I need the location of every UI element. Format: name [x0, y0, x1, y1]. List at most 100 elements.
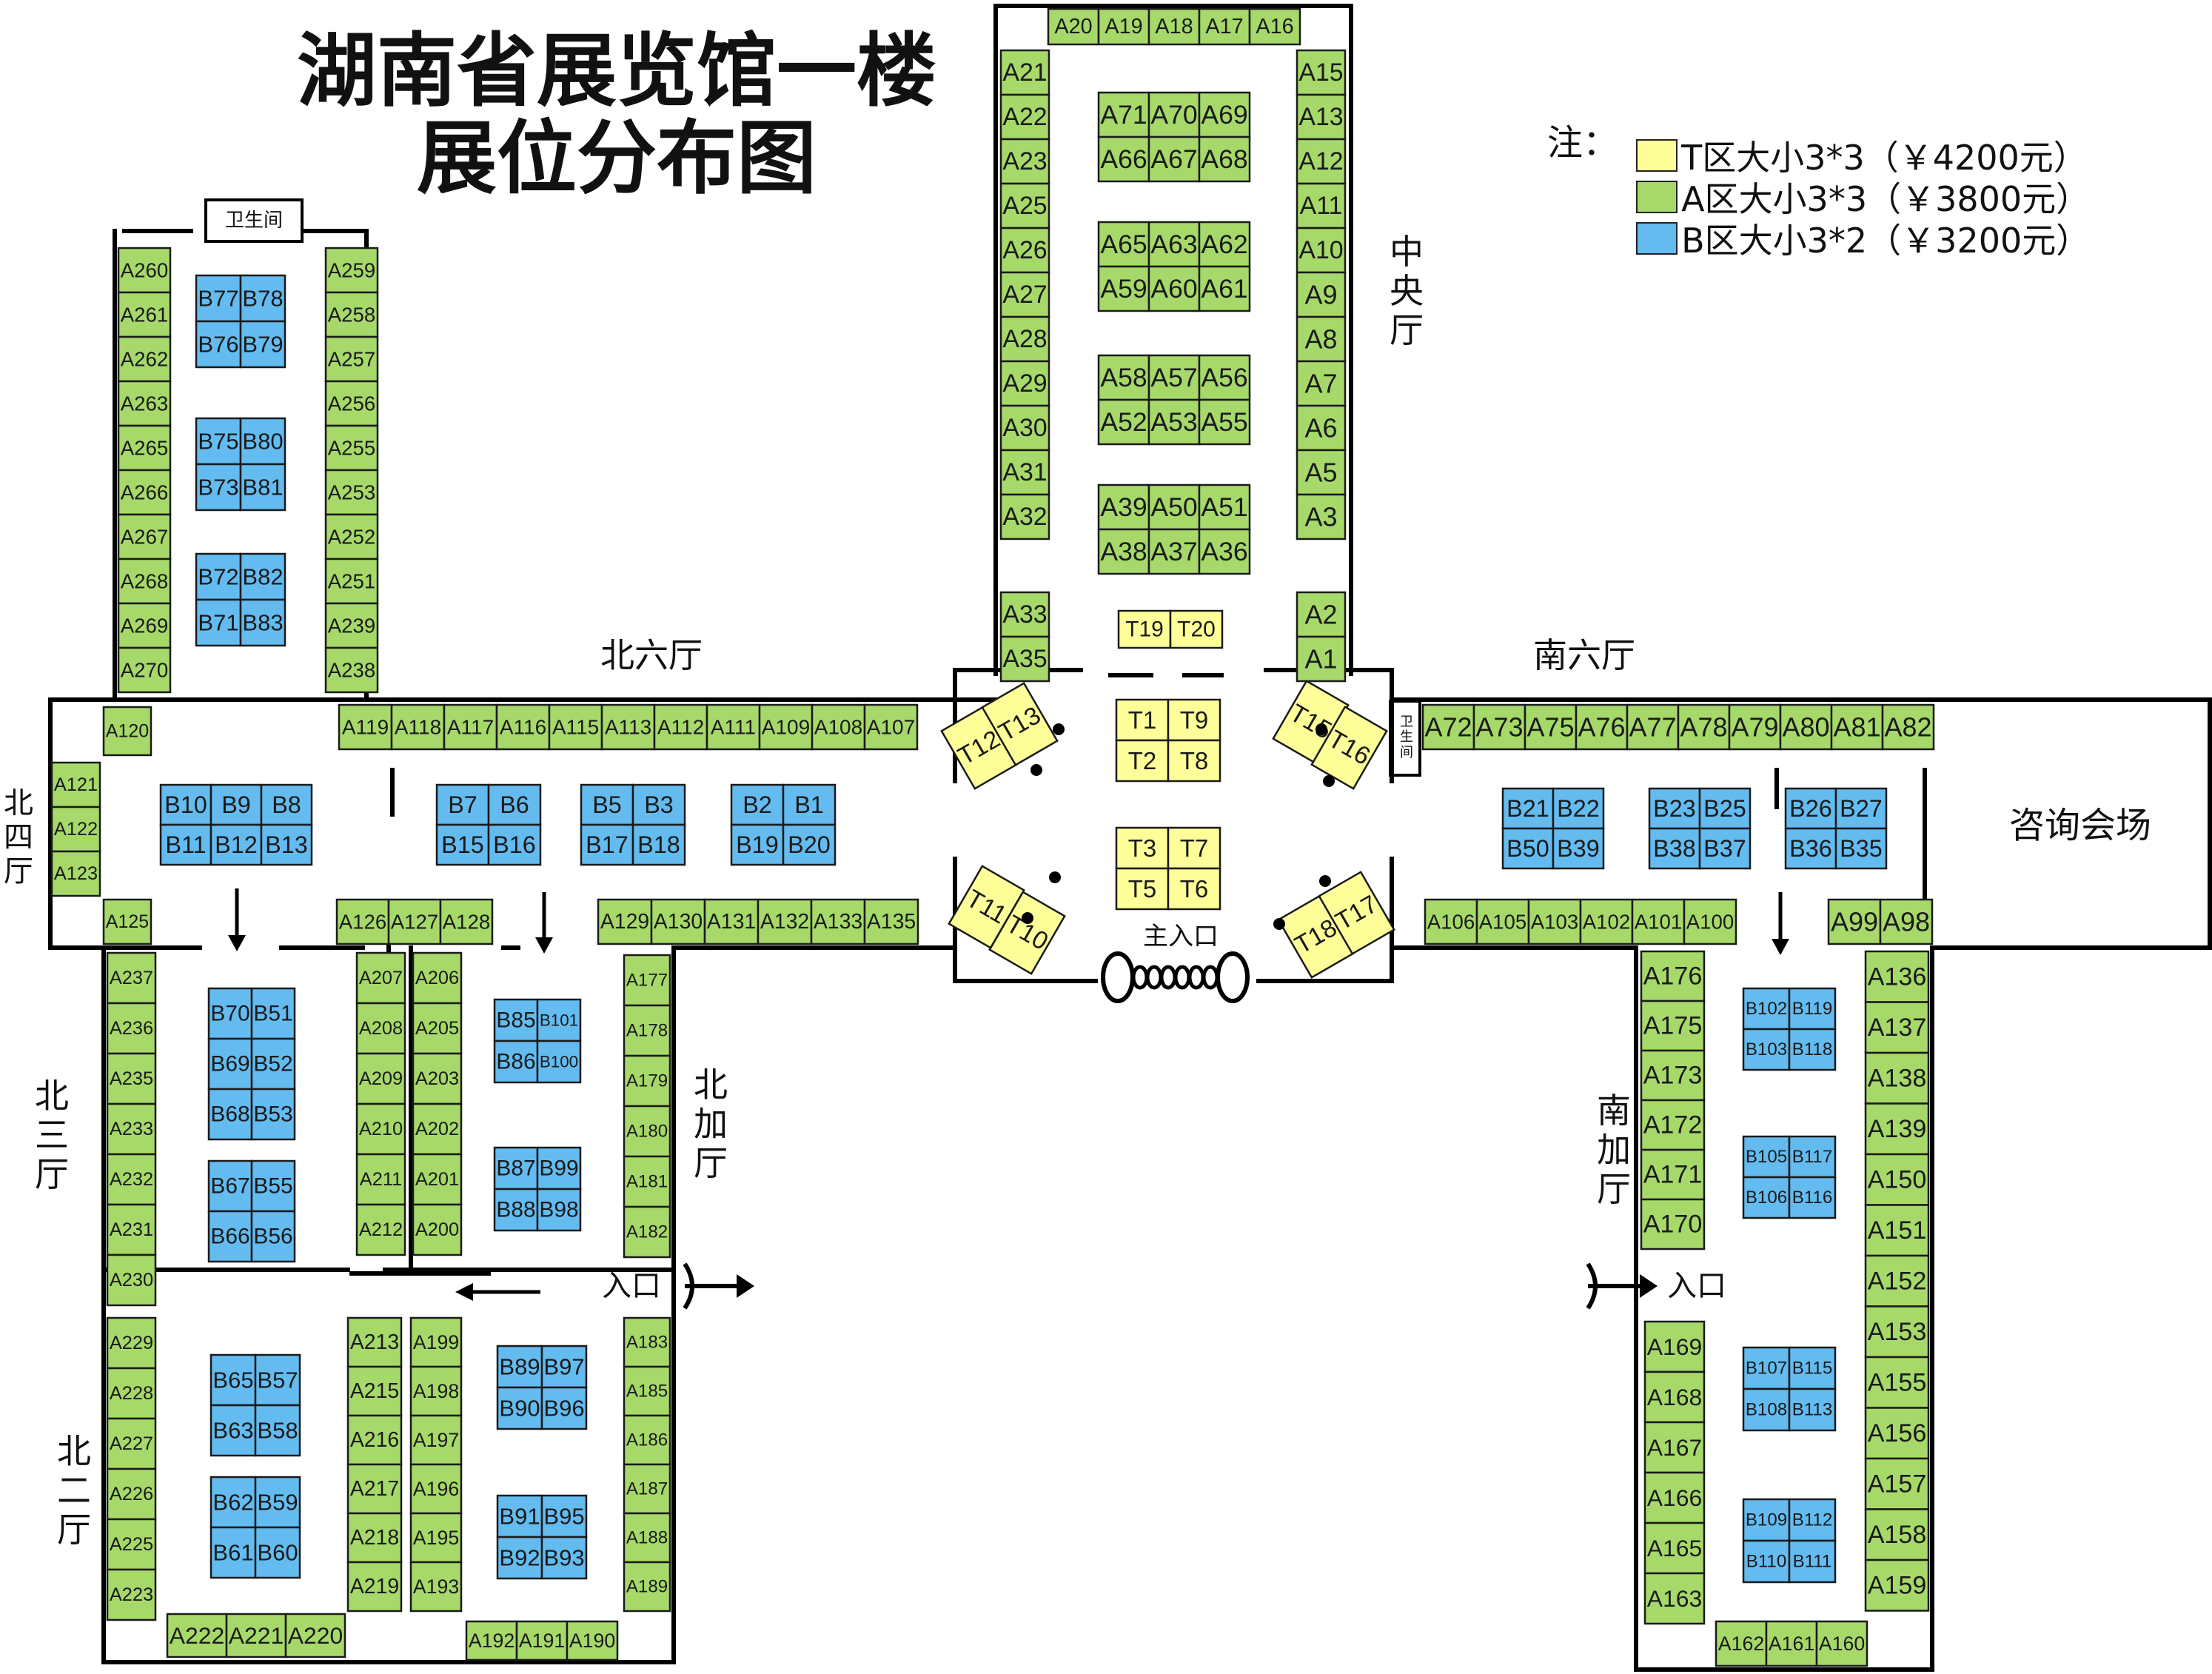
- booth-b75: B75: [195, 417, 242, 466]
- booth-b110: B110: [1742, 1539, 1791, 1584]
- booth-a136: A136: [1864, 950, 1930, 1003]
- booth-a51: A51: [1198, 483, 1251, 531]
- booth-label-b60: B60: [257, 1540, 298, 1566]
- booth-b72: B72: [195, 552, 242, 601]
- booth-label-b1: B1: [794, 791, 824, 818]
- booth-label-b89: B89: [499, 1354, 540, 1380]
- booth-b65: B65: [210, 1353, 257, 1407]
- booth-label-b39: B39: [1557, 835, 1600, 862]
- booth-label-a51: A51: [1201, 492, 1247, 522]
- booth-b15: B15: [435, 823, 490, 866]
- booth-a212: A212: [355, 1203, 406, 1256]
- booth-label-a213: A213: [350, 1330, 399, 1354]
- booth-a16: A16: [1248, 7, 1301, 46]
- booth-a175: A175: [1640, 1000, 1706, 1052]
- booth-label-a131: A131: [707, 910, 756, 934]
- booth-label-a195: A195: [413, 1527, 459, 1549]
- svg-text:南六厅: 南六厅: [1533, 635, 1635, 675]
- booth-a19: A19: [1097, 7, 1150, 46]
- booth-label-b25: B25: [1703, 795, 1746, 822]
- booth-label-b59: B59: [257, 1490, 298, 1516]
- booth-label-b112: B112: [1792, 1510, 1832, 1530]
- booth-label-a179: A179: [626, 1071, 668, 1091]
- booth-label-a119: A119: [342, 716, 389, 739]
- booth-label-a56: A56: [1201, 363, 1247, 392]
- booth-a256: A256: [324, 380, 379, 427]
- booth-a159: A159: [1864, 1559, 1930, 1612]
- booth-b26: B26: [1784, 787, 1837, 830]
- booth-label-a5: A5: [1304, 458, 1337, 488]
- svg-text:厅: 厅: [4, 854, 33, 888]
- booth-a202: A202: [412, 1102, 463, 1156]
- booth-b16: B16: [487, 823, 542, 866]
- booth-label-a267: A267: [121, 526, 168, 549]
- booth-b21: B21: [1501, 787, 1555, 830]
- booth-label-a76: A76: [1578, 712, 1625, 743]
- booth-label-t9: T9: [1180, 706, 1209, 734]
- booth-a100: A100: [1683, 898, 1737, 945]
- booth-b93: B93: [540, 1536, 588, 1580]
- label-north6: 北六厅: [600, 635, 703, 675]
- booth-label-b70: B70: [210, 1002, 249, 1026]
- booth-label-b18: B18: [637, 831, 680, 858]
- booth-a59: A59: [1097, 265, 1150, 312]
- booth-label-b119: B119: [1792, 999, 1832, 1019]
- booth-label-b52: B52: [253, 1052, 292, 1077]
- booth-a189: A189: [623, 1561, 671, 1613]
- booth-a108: A108: [811, 703, 866, 751]
- booth-label-a108: A108: [814, 716, 862, 739]
- booth-label-b91: B91: [499, 1504, 540, 1530]
- booth-label-b95: B95: [543, 1504, 584, 1530]
- booth-a180: A180: [623, 1105, 671, 1158]
- booth-label-a61: A61: [1201, 274, 1247, 304]
- svg-text:北六厅: 北六厅: [600, 635, 703, 675]
- booth-b111: B111: [1788, 1539, 1837, 1584]
- booth-label-a139: A139: [1868, 1115, 1927, 1143]
- booth-label-a26: A26: [1002, 236, 1047, 264]
- booth-a56: A56: [1198, 354, 1251, 401]
- booth-label-b98: B98: [539, 1198, 578, 1222]
- booth-a219: A219: [346, 1561, 403, 1613]
- booth-a270: A270: [117, 646, 172, 694]
- booth-a230: A230: [106, 1253, 157, 1307]
- booth-b35: B35: [1834, 827, 1888, 870]
- booth-label-a32: A32: [1002, 503, 1047, 531]
- booth-label-a68: A68: [1201, 144, 1247, 174]
- booth-a138: A138: [1864, 1051, 1930, 1105]
- booth-a8: A8: [1296, 315, 1347, 363]
- booth-b22: B22: [1552, 787, 1605, 830]
- booth-label-a17: A17: [1205, 15, 1243, 38]
- booth-label-a9: A9: [1304, 280, 1337, 310]
- booth-label-a251: A251: [328, 570, 375, 593]
- booth-label-a129: A129: [600, 910, 649, 934]
- svg-text:卫生间: 卫生间: [225, 210, 283, 232]
- booth-label-b12: B12: [215, 831, 258, 858]
- booth-b108: B108: [1742, 1387, 1791, 1432]
- booth-a258: A258: [324, 291, 379, 338]
- booth-a216: A216: [346, 1414, 403, 1466]
- booth-label-t2: T2: [1128, 747, 1157, 774]
- booth-label-a183: A183: [626, 1333, 668, 1353]
- booth-b71: B71: [195, 598, 242, 647]
- booth-a106: A106: [1424, 898, 1478, 945]
- booth-label-a69: A69: [1201, 100, 1247, 130]
- pillar-dot: [1273, 918, 1285, 930]
- booth-a229: A229: [106, 1316, 157, 1370]
- booth-label-b20: B20: [788, 831, 831, 858]
- booth-a58: A58: [1097, 354, 1150, 401]
- pillar-dot: [1323, 775, 1335, 787]
- booth-a265: A265: [117, 424, 172, 472]
- booth-b63: B63: [210, 1404, 257, 1457]
- booth-a26: A26: [999, 227, 1050, 274]
- booth-a32: A32: [999, 493, 1050, 540]
- entrance-arrow-west: [683, 1262, 754, 1310]
- booth-label-a233: A233: [110, 1119, 153, 1139]
- booth-a237: A237: [106, 951, 157, 1005]
- booth-b17: B17: [580, 823, 634, 866]
- booth-a133: A133: [810, 898, 866, 945]
- booth-a188: A188: [623, 1512, 671, 1564]
- booth-t16: T16: [1310, 706, 1388, 790]
- booth-a157: A157: [1864, 1457, 1930, 1510]
- booth-label-b97: B97: [543, 1354, 584, 1380]
